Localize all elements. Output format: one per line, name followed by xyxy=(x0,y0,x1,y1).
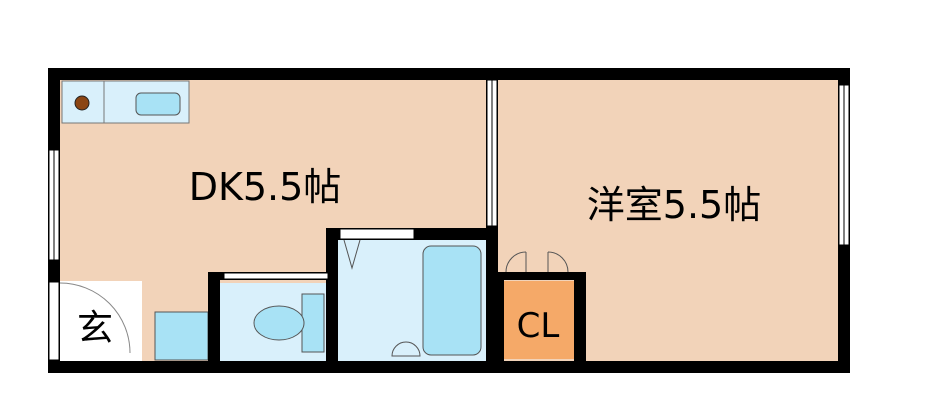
western-room-label: 洋室5.5帖 xyxy=(587,183,761,227)
kitchen-sink-icon xyxy=(135,92,181,116)
closet-label: CL xyxy=(517,306,560,346)
entrance-door-swing xyxy=(59,282,131,354)
wash-basin-icon xyxy=(391,341,421,357)
toilet-icon xyxy=(253,293,325,353)
entrance-floor xyxy=(60,281,142,361)
entrance-label: 玄 xyxy=(77,308,113,349)
washing-machine-area xyxy=(154,311,209,361)
bathtub-icon xyxy=(422,245,482,356)
kitchen-counter xyxy=(61,80,190,124)
closet-floor xyxy=(500,281,576,359)
closet-door-swing xyxy=(505,251,569,273)
dk-label: DK5.5帖 xyxy=(189,165,342,209)
windows xyxy=(48,79,850,361)
bathroom-door-swing xyxy=(343,239,361,270)
stove-burner-icon xyxy=(74,95,90,111)
